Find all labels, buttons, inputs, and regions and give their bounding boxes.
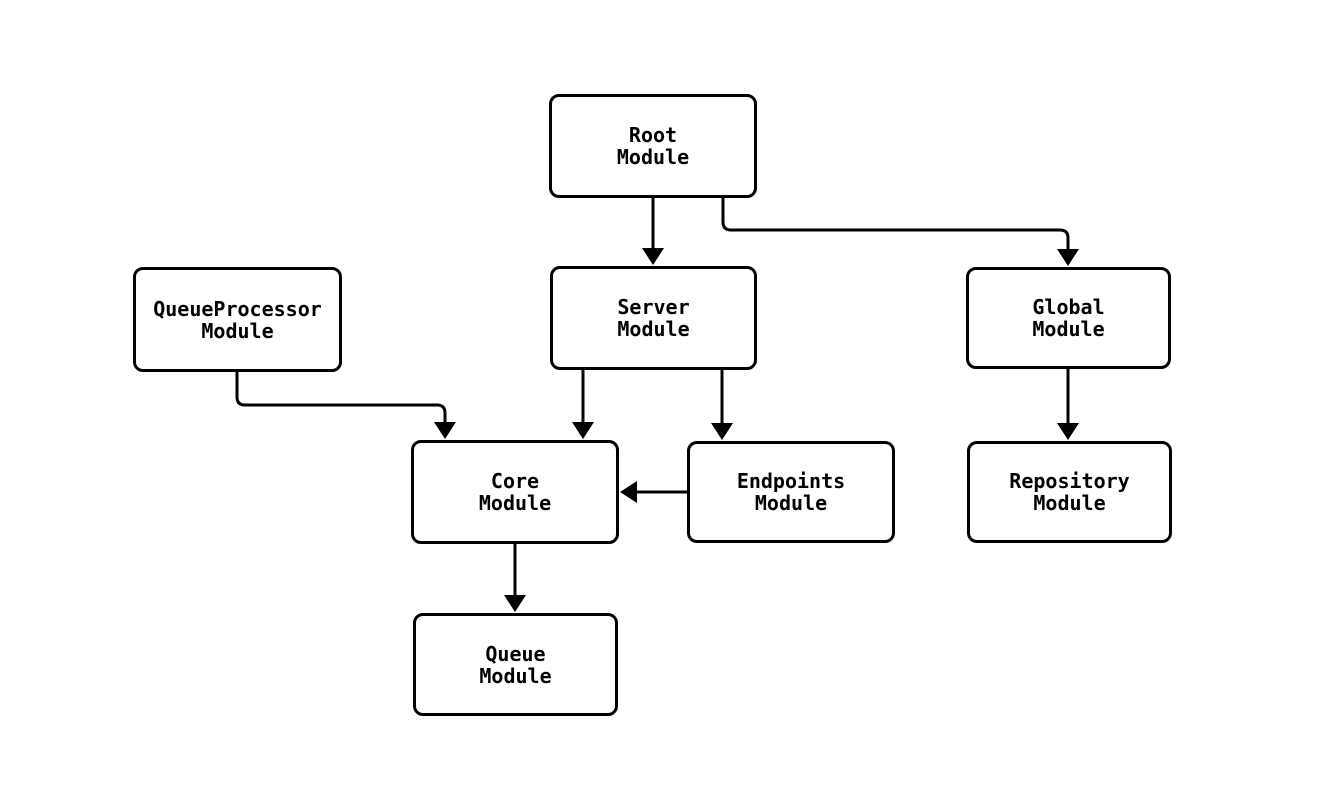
edge-queueprocessor-to-core: [235, 372, 456, 439]
node-label-line: Server: [617, 295, 690, 319]
node-label-line: Queue: [485, 641, 546, 666]
node-label-line: Module: [479, 663, 552, 688]
node-label-line: Module: [616, 145, 690, 169]
node-label-line: Global: [1032, 295, 1105, 319]
node-label-line: Module: [201, 318, 274, 343]
node-label-line: Endpoints: [736, 469, 846, 493]
node-label-line: Module: [1032, 317, 1105, 341]
edge-root-to-global: [721, 198, 1079, 266]
node-label-line: Module: [617, 317, 690, 341]
node-label-line: Repository: [1009, 469, 1130, 493]
node-label-line: QueueProcessor: [153, 296, 322, 321]
node-label-line: Module: [478, 491, 552, 515]
node-label-line: Core: [490, 469, 540, 493]
node-label-line: Root: [628, 123, 678, 147]
edges-group: [235, 198, 1079, 612]
node-label-line: Module: [1033, 491, 1106, 515]
node-label-line: Module: [754, 491, 828, 515]
